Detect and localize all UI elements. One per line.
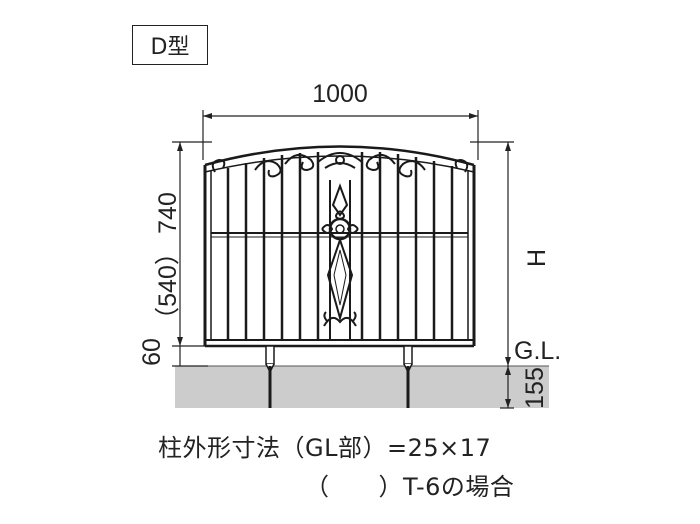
width-label: 1000 (312, 80, 368, 108)
right-dimension (470, 141, 514, 409)
t6-note: （ ）T-6の場合 (305, 473, 515, 501)
embed-depth-label: 155 (521, 367, 549, 409)
height-var-label: H (523, 249, 551, 267)
height-total-label: 740 (154, 192, 182, 234)
ground-area (175, 366, 549, 408)
type-label: D型 (150, 35, 190, 60)
type-label-box: D型 (132, 25, 208, 65)
height-alt-label: （540） (154, 240, 182, 332)
left-dimension (172, 141, 212, 367)
width-dimension (202, 110, 479, 160)
fence-panel (203, 145, 476, 348)
ground-label: G.L. (514, 337, 561, 365)
post-size-note: 柱外形寸法（GL部）=25×17 (158, 434, 492, 462)
fence-posts (265, 345, 413, 408)
bottom-gap-label: 60 (138, 338, 166, 366)
